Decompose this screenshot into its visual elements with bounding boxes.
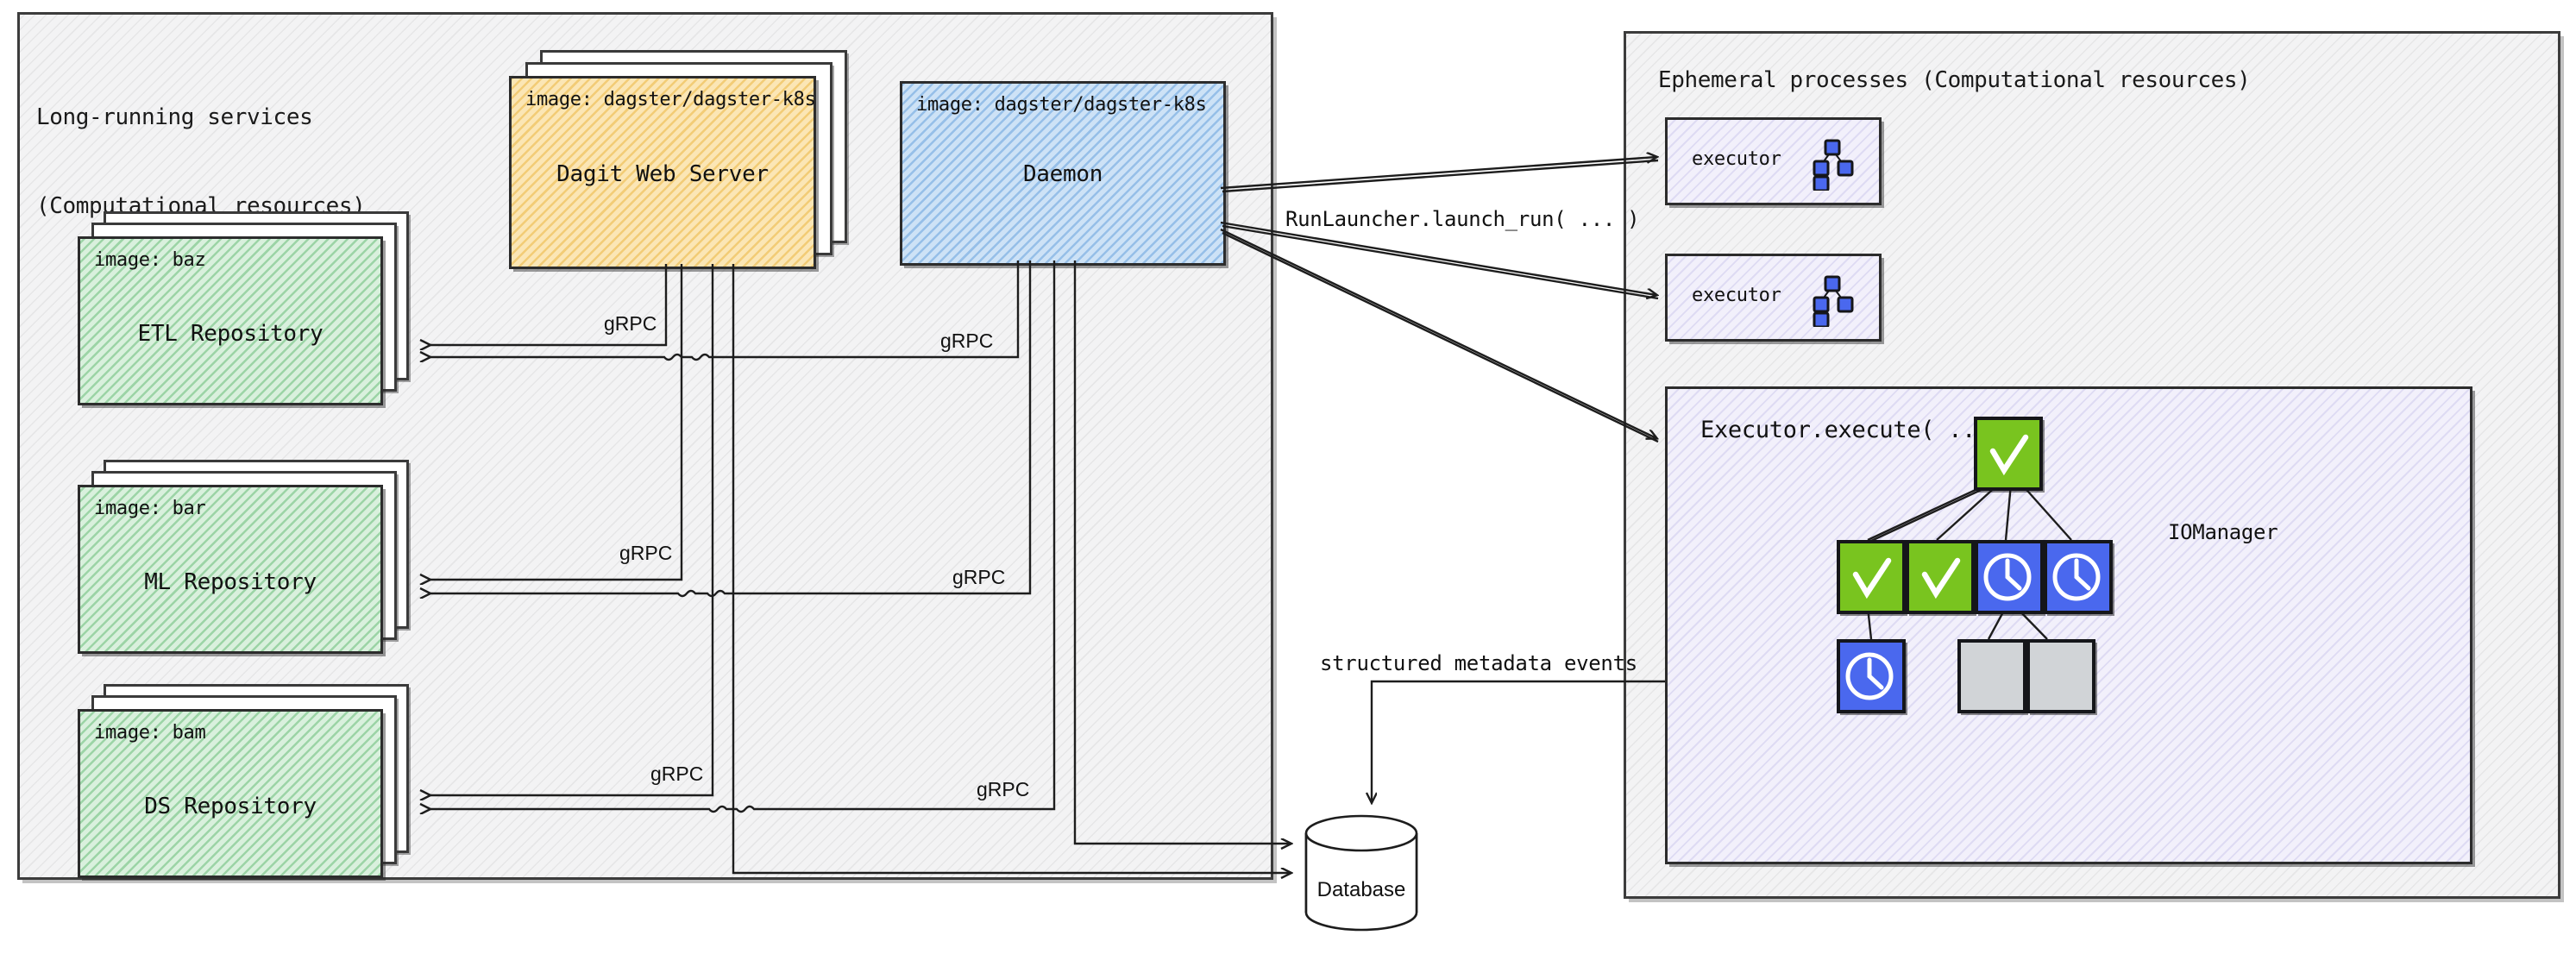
etl-repository-image-label: image: baz xyxy=(94,249,206,271)
database-label: Database xyxy=(1316,878,1406,901)
metadata-events-label: structured metadata events xyxy=(1320,651,1637,675)
check-icon xyxy=(1852,557,1892,599)
database-cylinder[interactable] xyxy=(1299,811,1423,932)
daemon-image-label: image: dagster/dagster-k8s xyxy=(916,94,1207,116)
dag-node-6[interactable] xyxy=(1957,639,2026,713)
dag-node-root[interactable] xyxy=(1974,417,2043,491)
grpc-label-3: gRPC xyxy=(619,542,673,564)
ds-repository-name: DS Repository xyxy=(144,794,317,819)
clock-icon xyxy=(1845,652,1894,700)
dag-node-7[interactable] xyxy=(2026,639,2095,713)
dag-node-3[interactable] xyxy=(1975,540,2044,614)
ml-repository-box[interactable]: image: bar ML Repository xyxy=(78,485,383,654)
dag-icon-2 xyxy=(1813,275,1854,327)
ds-repository-image-label: image: bam xyxy=(94,722,206,744)
execute-dag-edges xyxy=(1866,482,2072,640)
dagit-web-server-box[interactable]: image: dagster/dagster-k8s Dagit Web Ser… xyxy=(509,76,816,269)
executor-execute-title: Executor.execute( ... ) xyxy=(1700,417,2017,443)
clock-icon xyxy=(2052,553,2101,601)
grpc-label-5: gRPC xyxy=(650,763,704,785)
etl-repository-name: ETL Repository xyxy=(137,321,324,347)
dag-node-1[interactable] xyxy=(1837,540,1906,614)
clock-icon xyxy=(1983,553,2032,601)
executor-2-label: executor xyxy=(1692,285,1781,306)
dag-node-4[interactable] xyxy=(2044,540,2113,614)
iomanager-label: IOManager xyxy=(2168,520,2278,544)
right-panel-title: Ephemeral processes (Computational resou… xyxy=(1658,67,2251,93)
left-panel-title-line1: Long-running services xyxy=(36,104,313,130)
check-icon xyxy=(1989,434,2029,476)
dag-node-2[interactable] xyxy=(1906,540,1975,614)
daemon-box[interactable]: image: dagster/dagster-k8s Daemon xyxy=(900,81,1226,266)
grpc-label-4: gRPC xyxy=(952,566,1006,588)
dagit-web-server-image-label: image: dagster/dagster-k8s xyxy=(525,89,816,110)
ml-repository-name: ML Repository xyxy=(144,569,317,595)
dag-icon-1 xyxy=(1813,139,1854,191)
executor-execute-panel: Executor.execute( ... ) IOManager xyxy=(1665,386,2472,864)
executor-1-label: executor xyxy=(1692,148,1781,170)
grpc-label-2: gRPC xyxy=(940,330,994,352)
check-icon xyxy=(1921,557,1961,599)
dagit-web-server-name: Dagit Web Server xyxy=(556,161,769,187)
dag-node-5[interactable] xyxy=(1837,639,1906,713)
daemon-name: Daemon xyxy=(1022,161,1103,187)
grpc-label-1: gRPC xyxy=(604,312,657,335)
executor-box-2[interactable]: executor xyxy=(1665,254,1882,342)
executor-box-1[interactable]: executor xyxy=(1665,117,1882,205)
etl-repository-box[interactable]: image: baz ETL Repository xyxy=(78,236,383,405)
ds-repository-box[interactable]: image: bam DS Repository xyxy=(78,709,383,878)
grpc-label-6: gRPC xyxy=(977,778,1030,800)
ml-repository-image-label: image: bar xyxy=(94,498,206,519)
run-launcher-label: RunLauncher.launch_run( ... ) xyxy=(1285,207,1640,231)
